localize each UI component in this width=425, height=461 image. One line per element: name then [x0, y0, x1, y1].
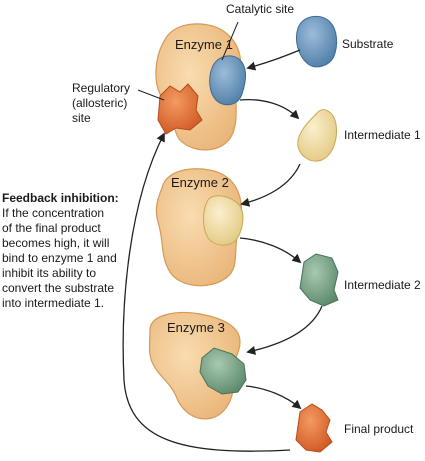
arrow-enzyme3-to-final-product [245, 385, 302, 410]
intermediate-2-molecule [299, 253, 339, 307]
feedback-line: becomes high, it will [2, 236, 109, 250]
feedback-line: convert the substrate [2, 281, 114, 295]
final-product-label: Final product [344, 422, 414, 436]
enzyme-3-label: Enzyme 3 [167, 320, 225, 335]
intermediate-1-molecule [297, 109, 337, 162]
regulatory-site-leader [137, 89, 165, 101]
catalytic-site-leader [221, 21, 239, 61]
feedback-line: into intermediate 1. [2, 296, 104, 310]
regulatory-label-line2: (allosteric) [72, 96, 127, 110]
arrow-intermediate2-to-enzyme3 [246, 305, 323, 355]
substrate-label: Substrate [342, 37, 394, 51]
feedback-line: of the final product [2, 221, 101, 235]
arrow-substrate-to-enzyme1 [246, 49, 301, 71]
regulatory-label-line3: site [72, 111, 91, 125]
enzyme-2-bound-intermediate [203, 195, 244, 246]
feedback-title: Feedback inhibition: [2, 191, 119, 205]
feedback-line: If the concentration [2, 206, 104, 220]
enzyme-3-bound-intermediate [199, 347, 247, 395]
substrate-molecule [295, 15, 338, 68]
catalytic-site-molecule [209, 55, 246, 106]
feedback-inhibition-note: Feedback inhibition: If the concentratio… [2, 191, 119, 310]
regulatory-site-molecule [157, 83, 203, 135]
final-product-molecule [295, 403, 333, 453]
catalytic-site-label: Catalytic site [226, 2, 294, 16]
intermediate-2-label: Intermediate 2 [344, 278, 421, 292]
arrow-intermediate1-to-enzyme2 [240, 163, 301, 207]
regulatory-label-line1: Regulatory [72, 81, 130, 95]
feedback-line: inhibit its ability to [2, 266, 96, 280]
arrow-enzyme1-to-intermediate1 [239, 98, 300, 120]
intermediate-1-label: Intermediate 1 [344, 128, 421, 142]
enzyme-3: Enzyme 3 [148, 311, 241, 420]
enzyme-1-label: Enzyme 1 [175, 37, 233, 52]
feedback-line: bind to enzyme 1 and [2, 251, 117, 265]
enzyme-2-label: Enzyme 2 [171, 175, 229, 190]
arrow-feedback-inhibition [122, 132, 291, 452]
arrow-enzyme2-to-intermediate2 [239, 237, 302, 264]
